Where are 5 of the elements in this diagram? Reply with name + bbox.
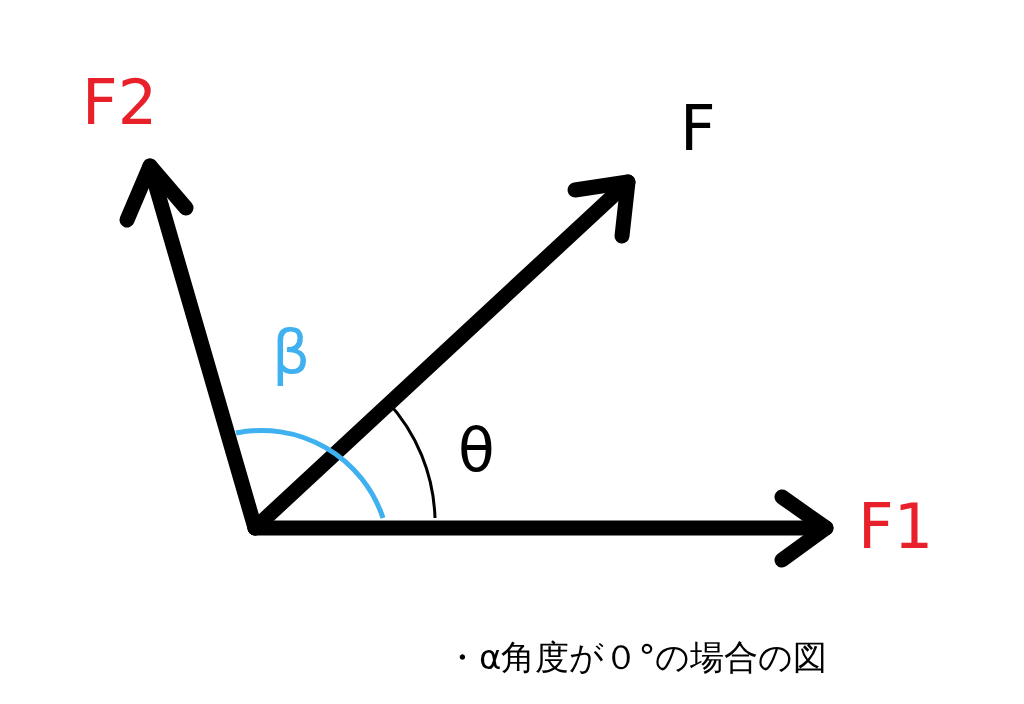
- angle-label: θ: [458, 420, 495, 480]
- caption: ・α角度が０°の場合の図: [445, 640, 828, 674]
- vector-label: F2: [82, 72, 158, 134]
- vector-label: F1: [858, 496, 934, 558]
- vector-label: F: [680, 98, 716, 160]
